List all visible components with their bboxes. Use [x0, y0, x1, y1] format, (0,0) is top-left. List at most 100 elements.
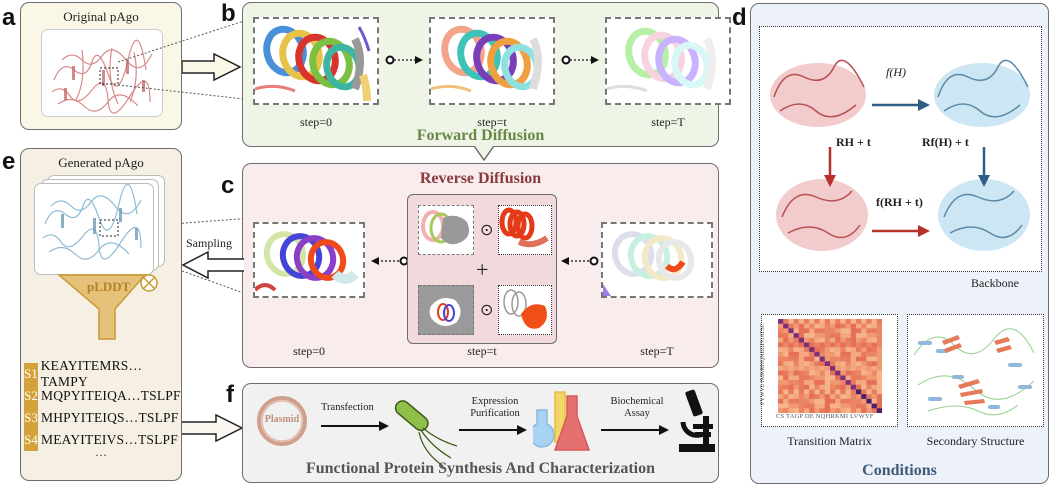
heatmap-cell: [793, 361, 800, 367]
heatmap-cell: [866, 394, 872, 400]
heatmap-cell: [850, 347, 857, 353]
heatmap-cell: [845, 398, 852, 404]
heatmap-cell: [778, 403, 784, 409]
heatmap-cell: [845, 389, 852, 395]
heatmap-cell: [783, 333, 789, 339]
heatmap-cell: [840, 337, 846, 343]
heatmap-cell: [824, 347, 831, 353]
original-pago-title: Original pAgo: [63, 9, 139, 24]
heatmap-cell: [876, 328, 882, 334]
heatmap-cell: [788, 333, 794, 339]
heatmap-cell: [840, 323, 846, 329]
heatmap-cell: [793, 351, 800, 357]
heatmap-cell: [824, 389, 831, 395]
heatmap-cell: [788, 384, 794, 390]
condition-output-top: [498, 205, 552, 255]
heatmap-cell: [824, 323, 831, 329]
heatmap-cell: [778, 333, 784, 339]
heatmap-cell: [778, 366, 784, 371]
heatmap-cell: [778, 337, 784, 343]
heatmap-cell: [876, 356, 882, 362]
heatmap-cell: [861, 408, 867, 413]
heatmap-cell: [830, 389, 836, 395]
heatmap-cell: [804, 375, 810, 381]
heatmap-cell: [866, 375, 872, 381]
panel-letter-b: b: [221, 0, 236, 27]
heatmap-cell: [809, 342, 815, 348]
heatmap-cell: [798, 333, 805, 339]
transition-matrix-xaxis: CS TAGP DE NQHRKMI LVWYF: [776, 413, 874, 420]
biochemical-assay-label: Biochemical Assay: [610, 396, 664, 419]
heatmap-cell: [845, 319, 852, 324]
panel-letter-a: a: [2, 4, 16, 31]
heatmap-cell: [804, 408, 810, 413]
transition-matrix-heatmap: [778, 319, 882, 413]
heatmap-cell: [835, 361, 841, 367]
heatmap-cell: [783, 366, 789, 371]
heatmap-cell: [861, 337, 867, 343]
heatmap-cell: [840, 356, 846, 362]
heatmap-cell: [845, 351, 852, 357]
heatmap-cell: [856, 342, 862, 348]
heatmap-cell: [783, 323, 789, 329]
heatmap-cell: [804, 337, 810, 343]
masked-input-top: [418, 205, 474, 255]
heatmap-cell: [819, 403, 826, 409]
heatmap-cell: [804, 361, 810, 367]
heatmap-cell: [840, 333, 846, 339]
heatmap-cell: [856, 356, 862, 362]
heatmap-cell: [830, 347, 836, 353]
heatmap-cell: [814, 328, 820, 334]
heatmap-cell: [856, 389, 862, 395]
heatmap-cell: [845, 342, 852, 348]
heatmap-cell: [798, 403, 805, 409]
heatmap-cell: [804, 370, 810, 376]
heatmap-cell: [861, 380, 867, 386]
heatmap-cell: [850, 366, 857, 371]
heatmap-cell: [871, 370, 878, 376]
heatmap-cell: [788, 347, 794, 353]
heatmap-cell: [814, 361, 820, 367]
heatmap-cell: [850, 375, 857, 381]
heatmap-cell: [824, 351, 831, 357]
heatmap-cell: [783, 380, 789, 386]
plus-operator: +: [476, 257, 489, 282]
heatmap-cell: [861, 366, 867, 371]
heatmap-cell: [788, 394, 794, 400]
forward-step-t-label: step=t: [477, 115, 507, 129]
functional-synthesis-title: Functional Protein Synthesis And Charact…: [305, 460, 656, 477]
bacterium-icon: [394, 400, 458, 467]
heatmap-cell: [845, 337, 852, 343]
heatmap-cell: [798, 384, 805, 390]
heatmap-cell: [866, 356, 872, 362]
heatmap-cell: [830, 398, 836, 404]
heatmap-cell: [809, 366, 815, 371]
heatmap-cell: [793, 389, 800, 395]
heatmap-cell: [804, 366, 810, 371]
heatmap-cell: [835, 394, 841, 400]
protein-blue-top: [934, 59, 1030, 127]
heatmap-cell: [783, 347, 789, 353]
heatmap-cell: [809, 384, 815, 390]
heatmap-cell: [835, 398, 841, 404]
sequence-text: KEAYITEMRS…TAMPY: [40, 358, 143, 389]
heatmap-cell: [830, 361, 836, 367]
heatmap-cell: [793, 333, 800, 339]
heatmap-cell: [783, 394, 789, 400]
heatmap-cell: [866, 398, 872, 404]
heatmap-cell: [814, 394, 820, 400]
heatmap-cell: [793, 356, 800, 362]
secondary-structure-label: Secondary Structure: [926, 434, 1025, 448]
heatmap-cell: [778, 342, 784, 348]
heatmap-cell: [850, 384, 857, 390]
heatmap-cell: [778, 394, 784, 400]
heatmap-cell: [778, 351, 784, 357]
heatmap-cell: [778, 361, 784, 367]
hadamard-operator-top: ⊙: [480, 222, 494, 239]
heatmap-cell: [798, 319, 805, 324]
heatmap-cell: [871, 356, 878, 362]
heatmap-cell: [871, 333, 878, 339]
heatmap-cell: [861, 384, 867, 390]
heatmap-cell: [845, 380, 852, 386]
